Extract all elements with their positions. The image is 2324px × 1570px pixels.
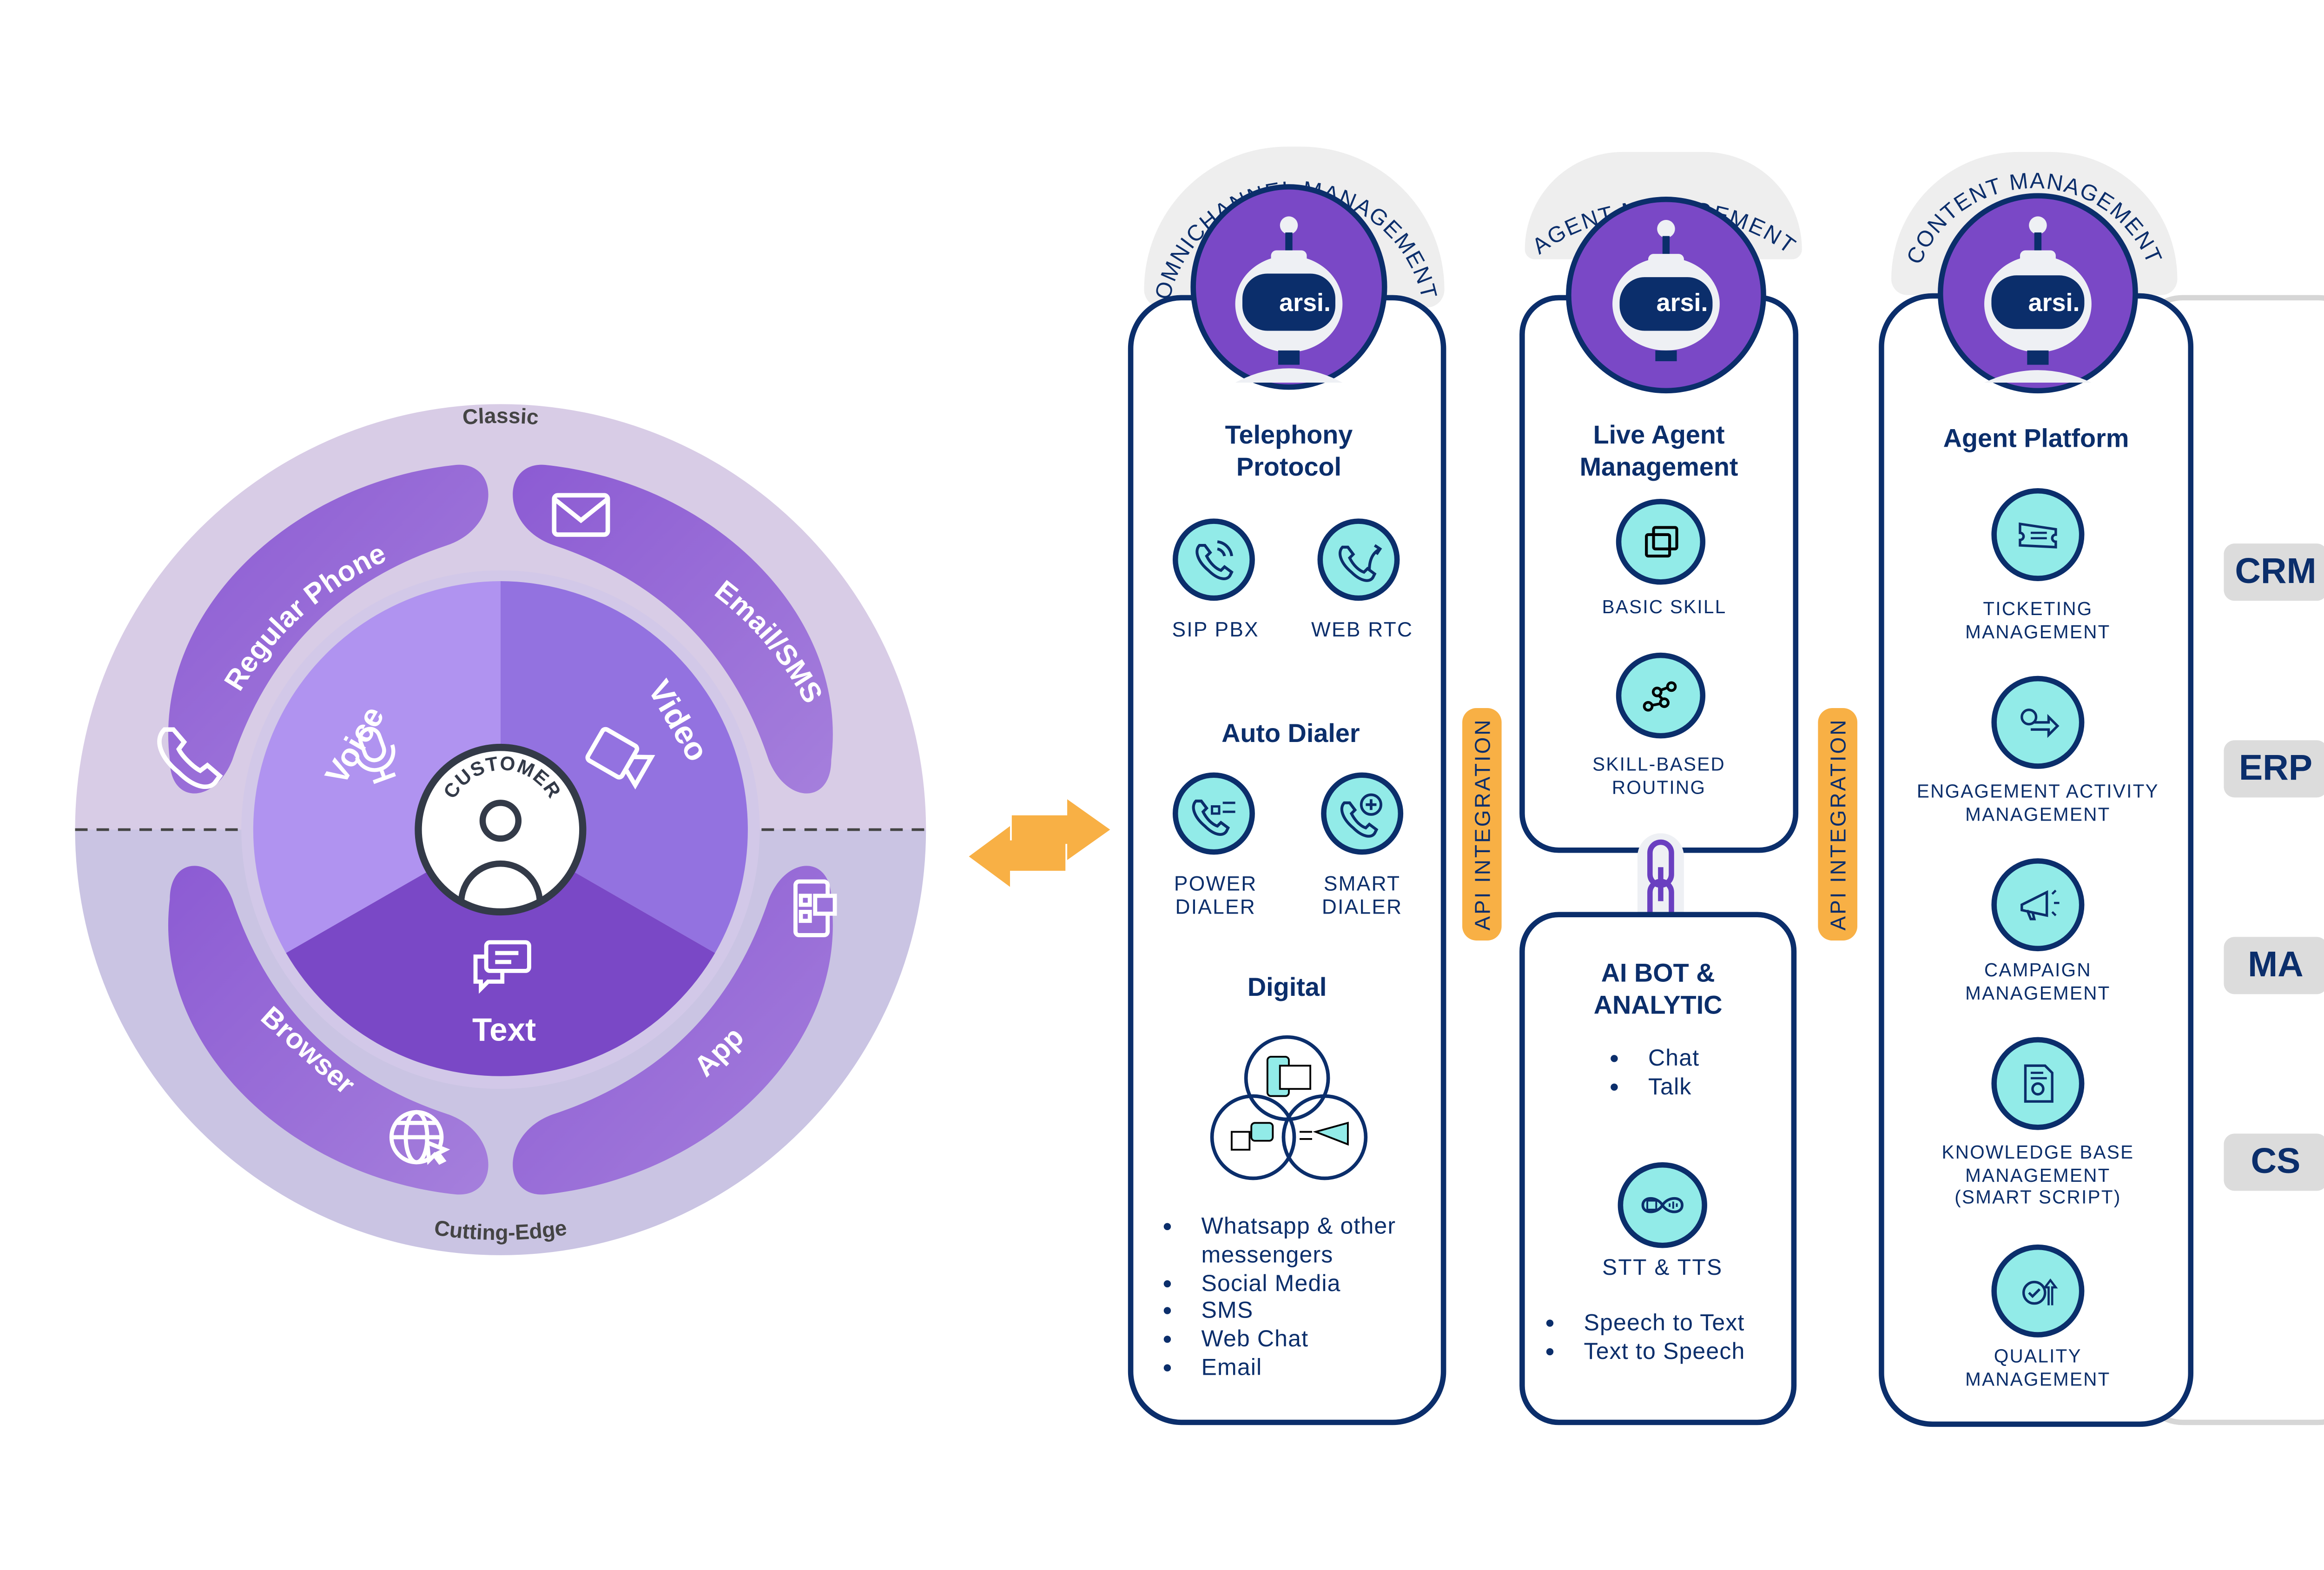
- sip-pbx-icon-circle[interactable]: [1172, 518, 1255, 601]
- phone-forward-icon: [1339, 544, 1382, 582]
- agent-platform-card: [1879, 293, 2194, 1427]
- channel-pill-email-sms[interactable]: [513, 464, 833, 794]
- agent-platform-title: Agent Platform: [1943, 425, 2129, 454]
- campaign-label: CAMPAIGN MANAGEMENT: [1965, 960, 2111, 1004]
- auto-dialer-title: Auto Dialer: [1221, 720, 1360, 749]
- power-dialer-icon-circle[interactable]: [1172, 772, 1255, 855]
- chain-link-icon: [1637, 833, 1684, 934]
- power-dialer-label: POWER DIALER: [1174, 874, 1257, 919]
- stt-tts-list: Speech to Text Text to Speech: [1541, 1309, 1823, 1365]
- list-item: SMS: [1190, 1297, 1476, 1325]
- globe-cursor-icon: [389, 1110, 450, 1165]
- engagement-activity-label: ENGAGEMENT ACTIVITY MANAGEMENT: [1916, 781, 2159, 825]
- list-item: Chat: [1637, 1044, 1816, 1073]
- system-ma[interactable]: MA: [2224, 937, 2324, 994]
- digital-channel-list: Whatsapp & other messengers Social Media…: [1158, 1212, 1477, 1382]
- quality-badge-icon: [2022, 1278, 2058, 1305]
- money-transfer-icon: [2020, 709, 2060, 738]
- system-cs[interactable]: CS: [2224, 1133, 2324, 1191]
- engagement-icon-circle[interactable]: [1991, 676, 2085, 769]
- omnichannel-card: [1128, 295, 1446, 1425]
- basic-skill-icon-circle[interactable]: [1616, 499, 1706, 585]
- robot-logo-icon: [1974, 211, 2102, 391]
- list-item: Social Media: [1190, 1269, 1476, 1297]
- knowledge-base-label: KNOWLEDGE BASE MANAGEMENT (SMART SCRIPT): [1941, 1142, 2134, 1209]
- stt-tts-icon-circle[interactable]: [1618, 1162, 1707, 1248]
- api-integration-tab-left[interactable]: API INTEGRATION: [1462, 708, 1502, 941]
- live-agent-title: Live Agent Management: [1579, 422, 1738, 483]
- bidirectional-arrows-icon: [969, 799, 1110, 887]
- list-item: Email: [1190, 1353, 1476, 1382]
- digital-channels-venn-icon: [1210, 1035, 1368, 1180]
- omnichannel-logo-text: arsi.: [1279, 288, 1331, 317]
- ai-bot-mode-list: Chat Talk: [1605, 1044, 1816, 1101]
- quality-label: QUALITY MANAGEMENT: [1965, 1346, 2111, 1391]
- list-item: Whatsapp & other messengers: [1190, 1212, 1476, 1269]
- layers-icon: [1645, 526, 1678, 558]
- customer-avatar-icon: [479, 800, 522, 842]
- telephony-title: Telephony Protocol: [1225, 422, 1353, 483]
- svg-text:Classic: Classic: [462, 404, 540, 429]
- api-integration-tab-right[interactable]: API INTEGRATION: [1818, 708, 1857, 941]
- list-item: Talk: [1637, 1073, 1816, 1101]
- robot-logo-icon: [1225, 211, 1353, 391]
- basic-skill-label: BASIC SKILL: [1602, 597, 1727, 619]
- phone-icon: [157, 727, 223, 789]
- smart-dialer-icon-circle[interactable]: [1321, 772, 1404, 855]
- sip-pbx-label: SIP PBX: [1172, 620, 1259, 642]
- megaphone-icon: [2020, 889, 2060, 921]
- channel-pill-regular-phone[interactable]: [168, 464, 489, 794]
- list-item: Speech to Text: [1573, 1309, 1823, 1337]
- classic-label: Classic: [462, 404, 540, 429]
- ticketing-label: TICKETING MANAGEMENT: [1965, 599, 2111, 643]
- smart-dialer-label: SMART DIALER: [1321, 874, 1403, 919]
- phone-signal-icon: [1195, 540, 1234, 580]
- skill-routing-label: SKILL-BASED ROUTING: [1592, 755, 1725, 799]
- web-rtc-label: WEB RTC: [1311, 620, 1413, 642]
- text-label: Text: [472, 1011, 536, 1047]
- quality-icon-circle[interactable]: [1991, 1244, 2085, 1338]
- web-rtc-icon-circle[interactable]: [1317, 518, 1400, 601]
- document-gear-icon: [2024, 1064, 2053, 1103]
- system-crm[interactable]: CRM: [2224, 543, 2324, 601]
- content-logo-text: arsi.: [2028, 288, 2080, 317]
- list-item: Web Chat: [1190, 1325, 1476, 1354]
- system-erp[interactable]: ERP: [2224, 740, 2324, 798]
- ticketing-icon-circle[interactable]: [1991, 488, 2085, 581]
- customer-channel-wheel: CUSTOMER Classic Cutting-Edge Regular Ph…: [75, 404, 926, 1255]
- campaign-icon-circle[interactable]: [1991, 858, 2085, 952]
- phone-add-icon: [1340, 793, 1382, 838]
- routing-nodes-icon: [1643, 681, 1677, 712]
- speech-text-loop-icon: [1641, 1197, 1684, 1213]
- microphone-icon: [355, 727, 396, 784]
- skill-routing-icon-circle[interactable]: [1616, 652, 1706, 739]
- ai-bot-title: AI BOT & ANALYTIC: [1593, 960, 1723, 1021]
- ticket-icon: [2019, 522, 2057, 549]
- agent-logo-text: arsi.: [1656, 288, 1708, 317]
- list-item: Text to Speech: [1573, 1337, 1823, 1365]
- app-grid-icon: [793, 879, 837, 937]
- knowledge-base-icon-circle[interactable]: [1991, 1037, 2085, 1130]
- customer-badge[interactable]: [415, 743, 587, 916]
- digital-title: Digital: [1247, 974, 1327, 1003]
- phone-checklist-icon: [1192, 799, 1235, 836]
- stt-tts-label: STT & TTS: [1602, 1255, 1723, 1280]
- video-camera-icon: [585, 727, 655, 790]
- robot-logo-icon: [1602, 215, 1730, 395]
- envelope-icon: [552, 493, 610, 537]
- chat-bubbles-icon: [473, 940, 531, 994]
- channel-pill-app[interactable]: [513, 866, 833, 1195]
